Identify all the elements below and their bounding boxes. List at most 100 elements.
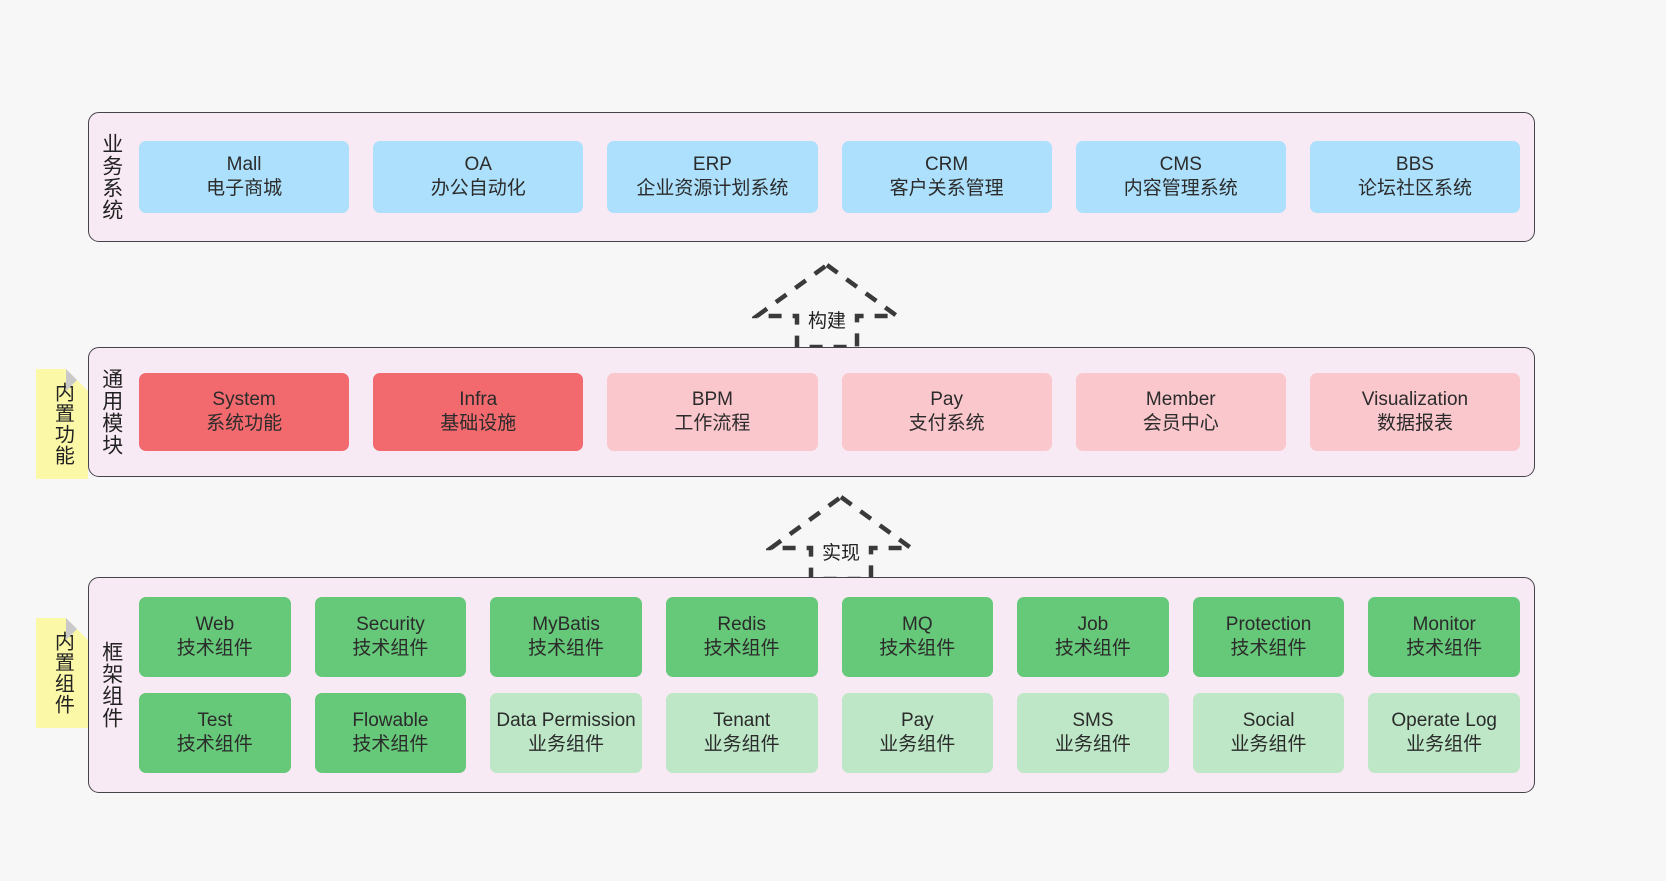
card-test[interactable]: Test 技术组件: [139, 693, 291, 773]
card-cn-label: 技术组件: [176, 734, 253, 755]
card-crm[interactable]: CRM 客户关系管理: [841, 141, 1052, 213]
card-cn-label: 数据报表: [1376, 413, 1453, 434]
card-cn-label: 业务组件: [1054, 734, 1131, 755]
card-cms[interactable]: CMS 内容管理系统: [1075, 141, 1286, 213]
card-cn-label: 技术组件: [176, 638, 253, 659]
card-en-label: Mall: [226, 153, 262, 175]
card-en-label: Operate Log: [1391, 709, 1497, 731]
layer-title-business: 业务系统: [99, 133, 123, 221]
arrow-build: 构建: [752, 260, 902, 352]
card-system[interactable]: System 系统功能: [139, 373, 350, 451]
card-pay-module[interactable]: Pay 支付系统: [841, 373, 1052, 451]
layer-body-business: Mall 电子商城 OA 办公自动化 ERP 企业资源计划系统 CRM 客户关系…: [133, 113, 1534, 241]
card-en-label: Member: [1145, 388, 1216, 410]
card-mybatis[interactable]: MyBatis 技术组件: [490, 597, 642, 677]
card-cn-label: 业务组件: [703, 734, 780, 755]
card-oa[interactable]: OA 办公自动化: [373, 141, 584, 213]
card-en-label: System: [212, 388, 276, 410]
sticky-note-label: 内置组件: [51, 631, 74, 715]
card-cn-label: 技术组件: [1054, 638, 1131, 659]
layer-title-modules: 通用模块: [99, 368, 123, 456]
card-cn-label: 支付系统: [908, 413, 985, 434]
card-cn-label: 技术组件: [352, 638, 429, 659]
card-sms[interactable]: SMS 业务组件: [1017, 693, 1169, 773]
card-en-label: MQ: [902, 613, 933, 635]
card-en-label: BPM: [691, 388, 734, 410]
card-row: Test 技术组件 Flowable 技术组件 Data Permission …: [139, 693, 1520, 773]
card-web[interactable]: Web 技术组件: [139, 597, 291, 677]
card-en-label: Redis: [717, 613, 766, 635]
card-en-label: Monitor: [1412, 613, 1476, 635]
layer-framework-components: 框架组件 Web 技术组件 Security 技术组件 MyBatis 技术组件…: [88, 577, 1535, 793]
card-en-label: Web: [195, 613, 235, 635]
card-cn-label: 会员中心: [1142, 413, 1219, 434]
card-redis[interactable]: Redis 技术组件: [665, 597, 818, 677]
card-row: Web 技术组件 Security 技术组件 MyBatis 技术组件 Redi…: [139, 597, 1520, 677]
card-en-label: Test: [197, 709, 233, 731]
card-job[interactable]: Job 技术组件: [1017, 597, 1169, 677]
card-cn-label: 技术组件: [352, 734, 429, 755]
card-cn-label: 系统功能: [206, 413, 283, 434]
sticky-note-builtin-functions: 内置功能: [36, 369, 88, 479]
card-protection[interactable]: Protection 技术组件: [1192, 597, 1345, 677]
card-en-label: Tenant: [713, 709, 771, 731]
card-en-label: Flowable: [352, 709, 429, 731]
card-cn-label: 内容管理系统: [1123, 178, 1238, 199]
layer-body-modules: System 系统功能 Infra 基础设施 BPM 工作流程 Pay 支付系统…: [133, 348, 1534, 476]
card-bbs[interactable]: BBS 论坛社区系统: [1309, 141, 1521, 213]
card-en-label: Security: [356, 613, 425, 635]
sticky-note-label: 内置功能: [51, 382, 74, 466]
card-erp[interactable]: ERP 企业资源计划系统: [607, 141, 818, 213]
card-cn-label: 客户关系管理: [889, 178, 1004, 199]
card-member[interactable]: Member 会员中心: [1075, 373, 1286, 451]
card-row: Mall 电子商城 OA 办公自动化 ERP 企业资源计划系统 CRM 客户关系…: [139, 141, 1521, 213]
card-en-label: Pay: [900, 709, 934, 731]
card-en-label: Visualization: [1361, 388, 1469, 410]
card-en-label: Protection: [1225, 613, 1312, 635]
card-cn-label: 业务组件: [1230, 734, 1307, 755]
card-en-label: ERP: [692, 153, 732, 175]
card-bpm[interactable]: BPM 工作流程: [607, 373, 818, 451]
card-operate-log[interactable]: Operate Log 业务组件: [1368, 693, 1520, 773]
arrow-implement: 实现: [766, 492, 916, 584]
card-en-label: BBS: [1395, 153, 1434, 175]
card-en-label: Job: [1077, 613, 1109, 635]
card-mall[interactable]: Mall 电子商城: [139, 141, 350, 213]
card-flowable[interactable]: Flowable 技术组件: [314, 693, 467, 773]
card-en-label: Data Permission: [496, 709, 636, 731]
card-security[interactable]: Security 技术组件: [314, 597, 467, 677]
card-cn-label: 技术组件: [1406, 638, 1483, 659]
sticky-note-builtin-components: 内置组件: [36, 618, 88, 728]
card-en-label: Infra: [459, 388, 498, 410]
card-cn-label: 论坛社区系统: [1357, 178, 1472, 199]
card-infra[interactable]: Infra 基础设施: [373, 373, 584, 451]
card-en-label: CMS: [1159, 153, 1202, 175]
card-en-label: CRM: [924, 153, 969, 175]
card-en-label: SMS: [1072, 709, 1114, 731]
card-row: System 系统功能 Infra 基础设施 BPM 工作流程 Pay 支付系统…: [139, 373, 1521, 451]
card-cn-label: 技术组件: [703, 638, 780, 659]
layer-title-framework: 框架组件: [99, 641, 123, 729]
layer-common-modules: 通用模块 System 系统功能 Infra 基础设施 BPM 工作流程 Pay…: [88, 347, 1535, 477]
card-cn-label: 技术组件: [1230, 638, 1307, 659]
card-tenant[interactable]: Tenant 业务组件: [665, 693, 818, 773]
card-cn-label: 基础设施: [440, 413, 517, 434]
card-en-label: Pay: [930, 388, 963, 410]
card-cn-label: 企业资源计划系统: [636, 178, 789, 199]
layer-business-systems: 业务系统 Mall 电子商城 OA 办公自动化 ERP 企业资源计划系统 CRM…: [88, 112, 1535, 242]
card-cn-label: 业务组件: [879, 734, 956, 755]
card-cn-label: 业务组件: [528, 734, 605, 755]
card-social[interactable]: Social 业务组件: [1192, 693, 1345, 773]
card-en-label: OA: [464, 153, 492, 175]
card-visualization[interactable]: Visualization 数据报表: [1309, 373, 1521, 451]
card-cn-label: 电子商城: [206, 178, 283, 199]
card-data-permission[interactable]: Data Permission 业务组件: [490, 693, 642, 773]
card-cn-label: 工作流程: [674, 413, 751, 434]
card-cn-label: 技术组件: [879, 638, 956, 659]
card-en-label: MyBatis: [532, 613, 600, 635]
card-cn-label: 业务组件: [1406, 734, 1483, 755]
card-cn-label: 办公自动化: [430, 178, 526, 199]
card-monitor[interactable]: Monitor 技术组件: [1368, 597, 1520, 677]
card-pay-component[interactable]: Pay 业务组件: [841, 693, 994, 773]
card-mq[interactable]: MQ 技术组件: [841, 597, 994, 677]
